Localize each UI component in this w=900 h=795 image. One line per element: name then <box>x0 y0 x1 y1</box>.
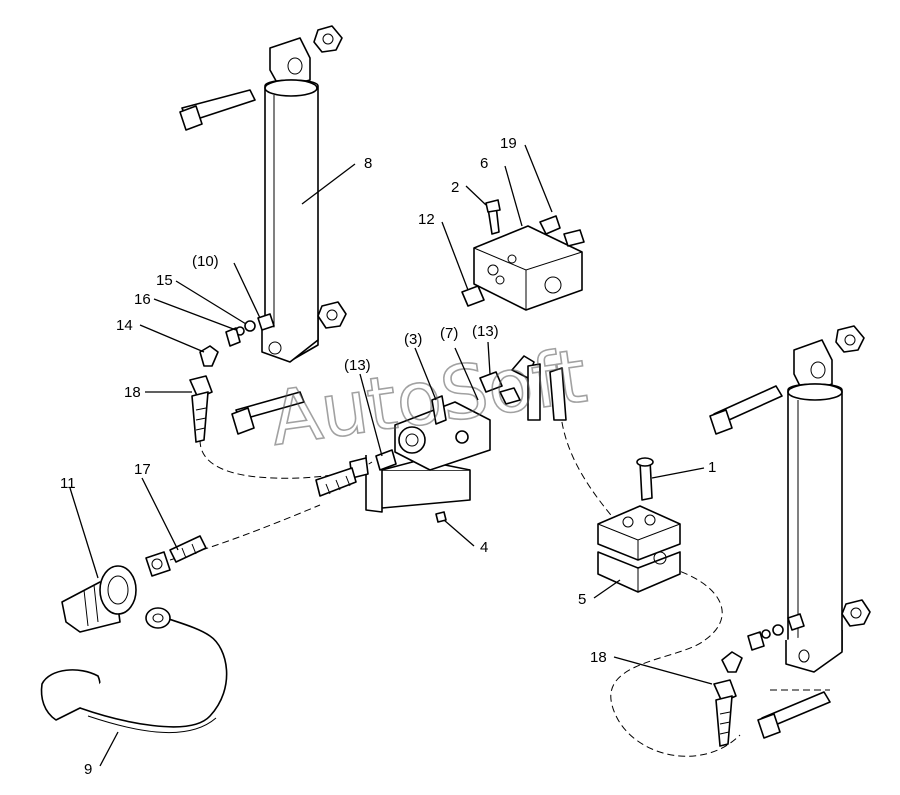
label-6: 6 <box>480 155 488 172</box>
label-8: 8 <box>364 155 372 172</box>
label-5: 5 <box>578 591 586 608</box>
label-17: 17 <box>134 461 151 478</box>
central-valve <box>315 355 567 523</box>
label-15: 15 <box>156 272 173 289</box>
label-7: (7) <box>440 325 458 342</box>
label-14: 14 <box>116 317 133 334</box>
label-2: 2 <box>451 179 459 196</box>
label-10: (10) <box>192 253 219 270</box>
label-18-left: 18 <box>124 384 141 401</box>
label-16: 16 <box>134 291 151 308</box>
clamp-block <box>597 457 681 593</box>
label-11: 11 <box>60 475 76 492</box>
label-3: (3) <box>404 331 422 348</box>
left-fittings <box>189 313 275 443</box>
left-cylinder <box>179 25 347 435</box>
label-18-right: 18 <box>590 649 607 666</box>
label-1: 1 <box>708 459 716 476</box>
label-13-top: (13) <box>472 323 499 340</box>
label-12: 12 <box>418 211 435 228</box>
valve-block <box>461 199 585 311</box>
label-9: 9 <box>84 761 92 778</box>
label-4: 4 <box>480 539 488 556</box>
leader-lines <box>69 144 713 767</box>
right-cylinder <box>709 325 871 747</box>
part-labels: 8 19 6 2 12 (10) 15 16 14 18 (3) (7) (13… <box>60 135 716 778</box>
label-13-left: (13) <box>344 357 371 374</box>
label-19: 19 <box>500 135 517 152</box>
coupler-assembly <box>40 535 228 734</box>
